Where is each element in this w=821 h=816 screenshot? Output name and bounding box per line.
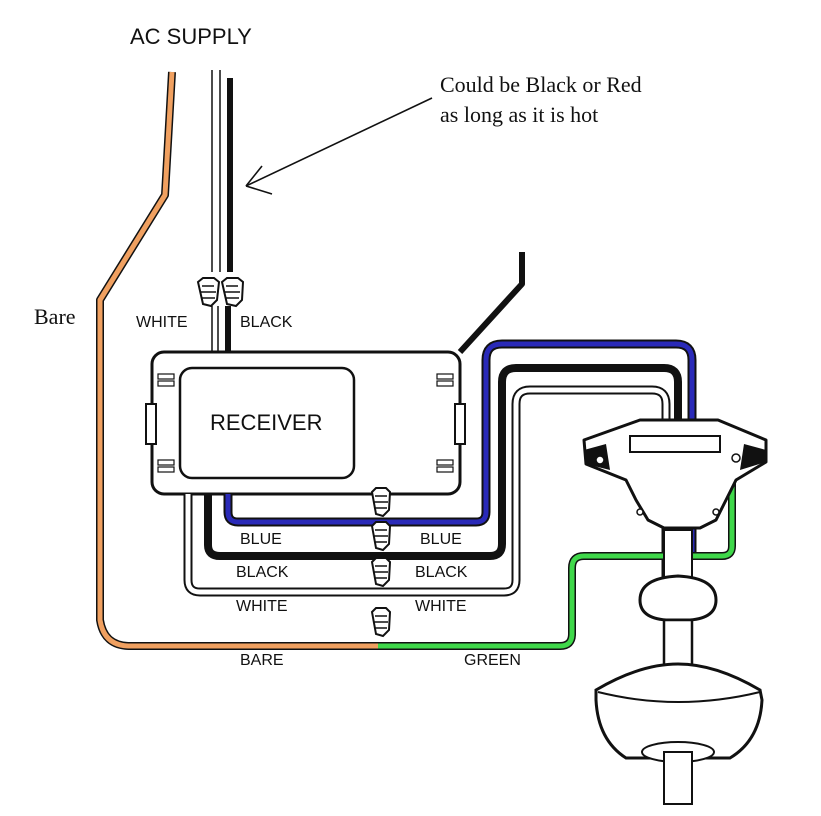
note-line2: as long as it is hot [440,102,598,127]
wire-nut-icon [370,557,392,588]
supply-black-label: BLACK [240,314,293,331]
bare-side-label: Bare [34,304,76,329]
wire-nut-icon [370,607,392,638]
green-wire [378,460,736,650]
title-label: AC SUPPLY [130,24,252,49]
white-left-label: WHITE [236,598,288,615]
blue-right-label: BLUE [420,531,462,548]
blue-wire [223,339,697,560]
receiver-label: RECEIVER [210,410,322,435]
note-line1: Could be Black or Red [440,72,642,97]
black-wire [204,364,682,580]
arrow-icon [245,97,433,195]
wire-nut-icon [220,277,245,308]
supply-white-label: WHITE [136,314,188,331]
wire-nut-icon [196,277,221,308]
bare-bottom-label: BARE [240,652,284,669]
green-label: GREEN [464,652,521,669]
white-wire [183,385,671,597]
black-left-label: BLACK [236,564,289,581]
bare-wire [96,71,378,650]
wire-nut-icon [370,521,392,552]
receiver-box [145,350,466,496]
antenna-icon [457,252,525,355]
supply-white-wire [211,70,221,272]
ceiling-fan-icon [582,418,768,805]
black-right-label: BLACK [415,564,468,581]
blue-left-label: BLUE [240,531,282,548]
wire-nut-icon [370,487,392,518]
white-right-label: WHITE [415,598,467,615]
